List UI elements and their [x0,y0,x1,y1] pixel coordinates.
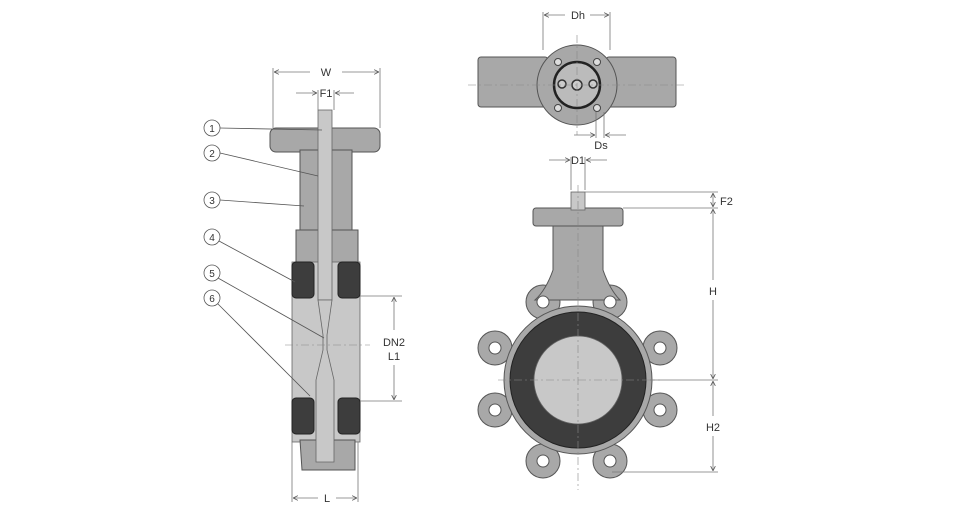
callouts [203,119,325,397]
dim-F1: F1 [320,88,333,100]
callout-6 [203,289,221,307]
front-neck [533,225,622,301]
callout-3 [203,191,221,209]
dim-H: H [709,286,717,298]
callout-label-4: 4 [209,233,215,244]
callout-4 [203,228,221,246]
callout-5 [203,264,221,282]
top-view [468,35,685,135]
callout-label-6: 6 [209,294,215,305]
callout-1 [203,119,221,137]
callout-label-5: 5 [209,269,215,280]
dim-L: L [324,493,330,505]
callout-label-3: 3 [209,196,215,207]
callout-2 [203,144,221,162]
dim-Dh: Dh [571,10,585,22]
side-view [269,109,381,471]
seat-top-left [291,261,315,299]
seat-top-right [337,261,361,299]
dim-D1: D1 [571,155,585,167]
stem-upper [317,109,333,301]
front-view [477,185,678,490]
dim-L1: L1 [388,351,400,363]
bolt-holes [488,295,667,468]
dim-Ds: Ds [594,140,608,152]
dim-W: W [321,67,332,79]
callout-label-1: 1 [209,124,215,135]
seat-bottom-left [291,397,315,435]
dim-H2: H2 [706,422,720,434]
callout-label-2: 2 [209,149,215,160]
seat-bottom-right [337,397,361,435]
dim-DN2: DN2 [383,337,405,349]
dim-F2: F2 [720,196,733,208]
